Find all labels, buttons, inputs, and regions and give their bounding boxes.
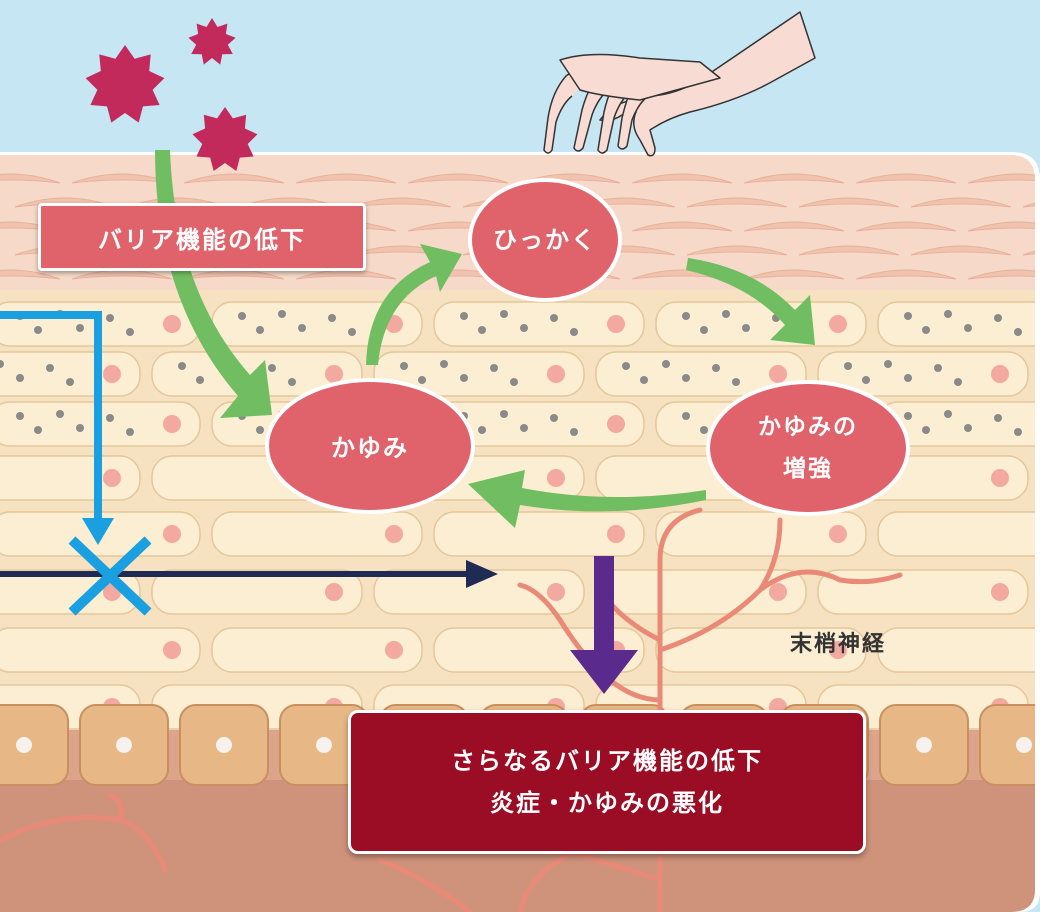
barrier-decline-label: バリア機能の低下 bbox=[38, 203, 366, 271]
arrow-scratch-to-increase bbox=[686, 258, 815, 345]
result-line1: さらなるバリア機能の低下 bbox=[451, 747, 763, 775]
barrier-path-line bbox=[0, 311, 102, 520]
hand-icon bbox=[543, 11, 816, 157]
purple-down-arrow bbox=[570, 556, 638, 694]
arrow-barrier-to-itch bbox=[155, 150, 272, 418]
arrow-itch-to-scratch bbox=[366, 244, 462, 365]
peripheral-nerve-label: 末梢神経 bbox=[790, 632, 887, 657]
result-line2: 炎症・かゆみの悪化 bbox=[490, 789, 724, 817]
corneum-scales bbox=[0, 173, 1035, 280]
allergen-icon bbox=[85, 18, 258, 171]
result-box: さらなるバリア機能の低下 炎症・かゆみの悪化 bbox=[348, 710, 866, 854]
scratch-label: ひっかく bbox=[493, 226, 597, 254]
cycle-arrows bbox=[155, 150, 815, 528]
cross-icon bbox=[68, 536, 152, 616]
peripheral-nerve-lines bbox=[0, 507, 903, 912]
itch-increase-line2: 増強 bbox=[783, 456, 833, 482]
itch-label: かゆみ bbox=[331, 434, 409, 462]
arrow-increase-to-itch bbox=[468, 470, 706, 528]
itch-increase-label: かゆみの 増強 bbox=[708, 406, 908, 490]
cycle-nodes bbox=[265, 178, 910, 516]
itch-increase-line1: かゆみの bbox=[758, 414, 858, 440]
